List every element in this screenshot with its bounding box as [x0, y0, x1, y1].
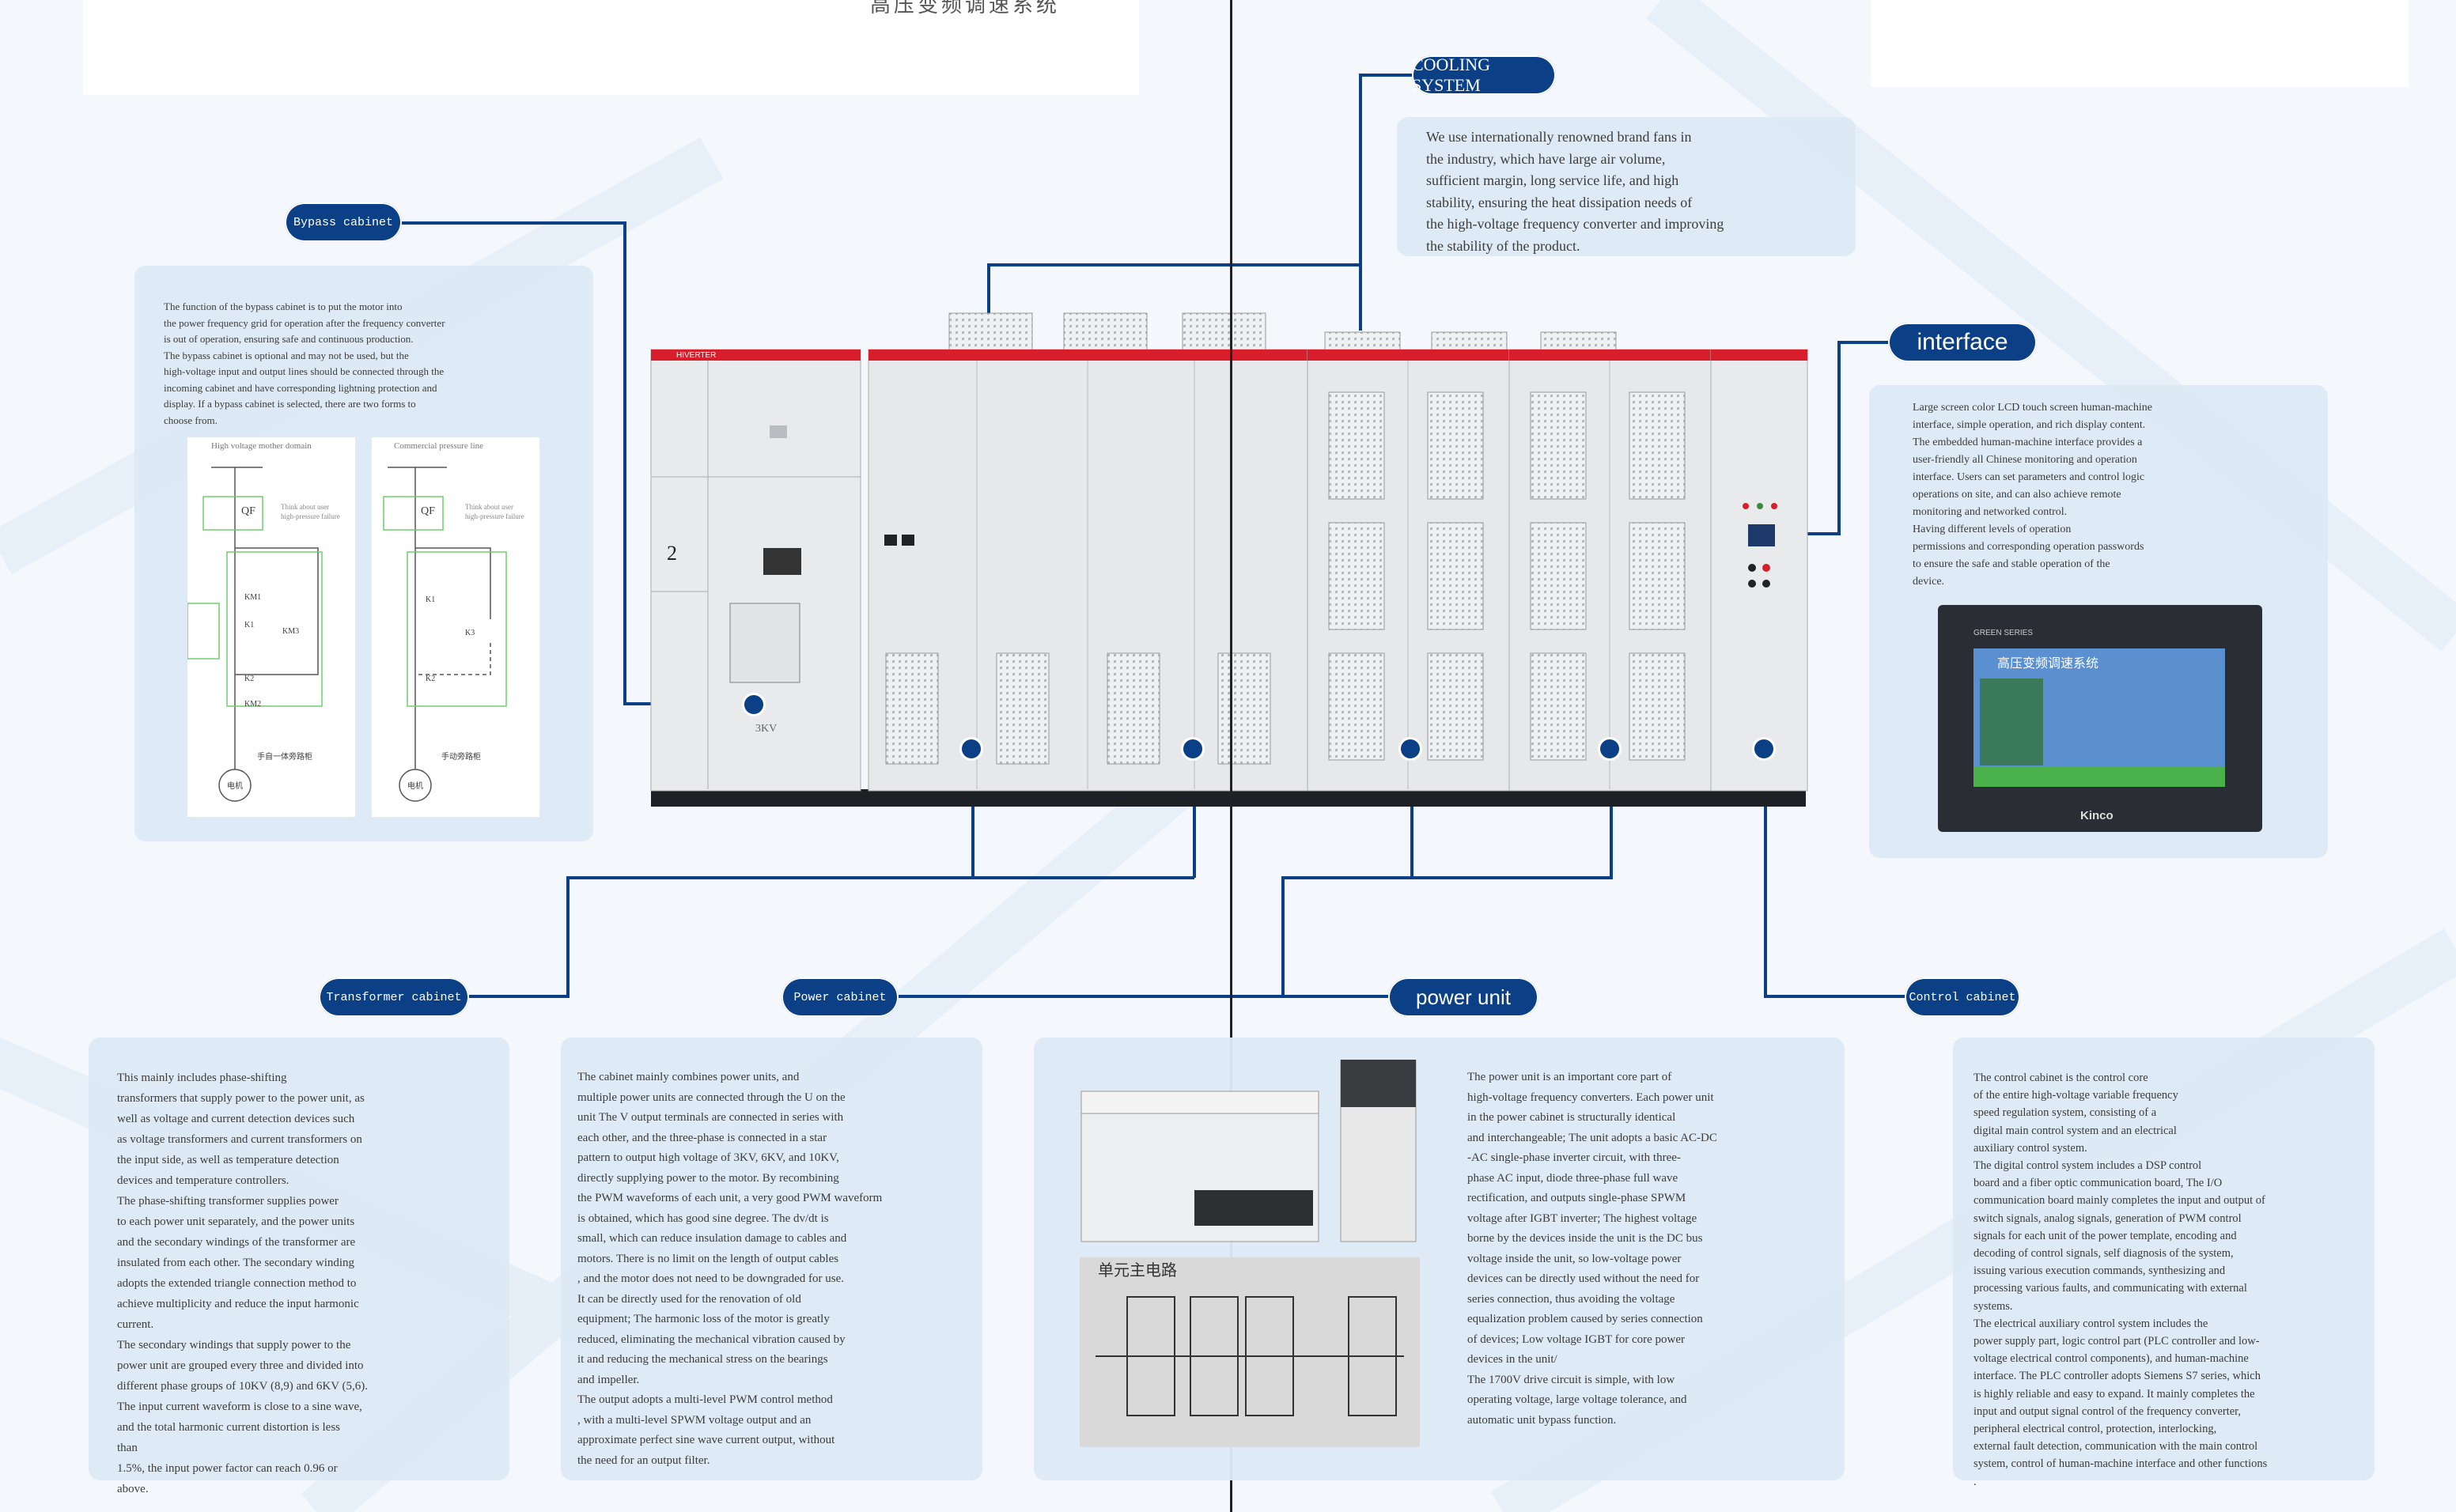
interface-label: interface — [1888, 323, 2037, 362]
cooling-system-label: COOLING SYSTEM — [1412, 55, 1556, 95]
cabinet-assembly — [650, 312, 1808, 807]
cooling-system-text: We use internationally renowned brand fa… — [1426, 129, 1724, 254]
diagram-right-k1: K1 — [426, 595, 436, 604]
top-left-white-block — [83, 0, 1139, 95]
transformer-cabinet-label: Transformer cabinet — [319, 977, 469, 1017]
diagram-left-motor: 电机 — [227, 782, 243, 791]
diagram-right-qf: QF — [421, 505, 435, 517]
control-connector-dot — [1752, 737, 1776, 761]
top-right-white-block — [1871, 0, 2409, 87]
diagram-right-k2: K2 — [426, 675, 436, 683]
top-fans — [948, 312, 1617, 352]
transformer-cabinet-panel — [89, 1038, 509, 1480]
diagram-left-circuit — [187, 467, 323, 802]
control-cabinet-panel — [1953, 1038, 2375, 1480]
diagram-right-motor: 电机 — [407, 782, 423, 791]
diagram-right-circuit — [383, 467, 507, 802]
top-title: 高压变频调速系统 — [870, 0, 1061, 17]
diagram-right-title: Commercial pressure line — [394, 441, 484, 451]
hmi-brand: Kinco — [2080, 809, 2114, 822]
hmi-status-column — [1980, 679, 2043, 765]
transformer-connector-dot-2 — [1181, 737, 1205, 761]
diagram-left-k2: K2 — [244, 675, 255, 683]
cooling-system-panel — [1397, 117, 1856, 256]
power-unit-photos — [1080, 1060, 1420, 1447]
bypass-cabinet-text: The function of the bypass cabinet is to… — [164, 301, 445, 426]
diagram-left-km2: KM2 — [244, 700, 262, 709]
bypass-diagram-right: Commercial pressure line QF Think about … — [372, 437, 539, 817]
bypass-diagram-left: High voltage mother domain QF Think abou… — [187, 437, 355, 817]
hmi-button-bar — [1974, 767, 2225, 787]
diagram-left-km1: KM1 — [244, 593, 262, 602]
hmi-display: 高压变频调速系统 — [1974, 648, 2225, 787]
diagram-left-caption: 手自一体旁路柜 — [257, 753, 312, 762]
transformer-cabinet-text: This mainly includes phase-shifting tran… — [117, 1072, 369, 1495]
diagram-left-k1: K1 — [244, 621, 255, 629]
power-cabinet-text: The cabinet mainly combines power units,… — [577, 1071, 883, 1467]
power-unit-circuit-title: 单元主电路 — [1098, 1262, 1177, 1280]
control-cabinet-text: The control cabinet is the control core … — [1974, 1072, 2268, 1488]
hmi-screen-title: 高压变频调速系统 — [1997, 657, 2099, 671]
diagram-left-km3: KM3 — [282, 627, 300, 636]
diagram-left-qf-note: Think about user high-pressure failure — [281, 503, 340, 520]
diagram-left-qf: QF — [241, 505, 255, 517]
diagram-right-caption: 手动旁路柜 — [441, 753, 481, 762]
power-connector-dot-1 — [1398, 737, 1422, 761]
power-cabinet-panel — [561, 1038, 982, 1480]
diagram-right-qf-note: Think about user high-pressure failure — [465, 503, 524, 520]
control-cabinet-label: Control cabinet — [1905, 977, 2020, 1017]
cabinet-plate: 3KV — [755, 723, 778, 735]
cabinet-number: 2 — [667, 542, 677, 565]
hmi-screen: GREEN SERIES 高压变频调速系统 Kinco — [1938, 605, 2262, 832]
bypass-connector-dot — [742, 693, 766, 716]
power-unit-text: The power unit is an important core part… — [1467, 1071, 1717, 1427]
power-cabinet-label: Power cabinet — [781, 977, 899, 1017]
diagram-right-k3: K3 — [465, 629, 475, 637]
power-unit-label: power unit — [1388, 977, 1538, 1017]
hmi-series: GREEN SERIES — [1974, 629, 2034, 637]
power-connector-dot-2 — [1598, 737, 1622, 761]
page-fold-line — [1230, 0, 1232, 1512]
diagram-left-title: High voltage mother domain — [211, 441, 312, 451]
bypass-cabinet-label: Bypass cabinet — [285, 202, 402, 242]
transformer-connector-dot-1 — [959, 737, 983, 761]
interface-text: Large screen color LCD touch screen huma… — [1913, 402, 2152, 588]
cabinet-badge-left: HIVERTER — [676, 351, 717, 360]
